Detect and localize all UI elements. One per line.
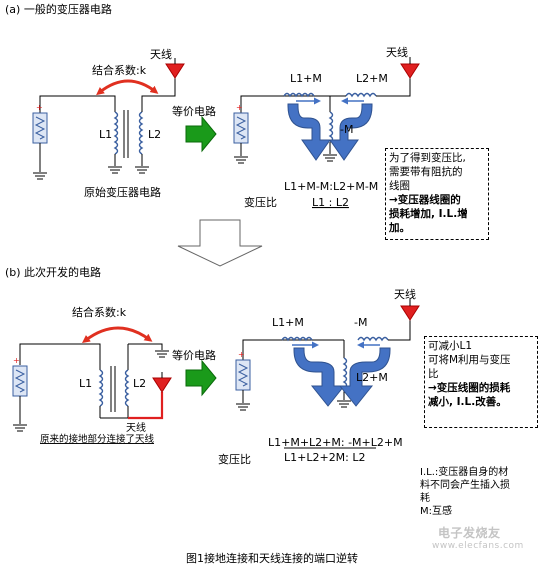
note-b-line4: →变压线圈的损耗 <box>428 382 511 394</box>
flow-arrow-left-b <box>293 347 346 407</box>
coupling-arc <box>96 79 159 96</box>
coupling-label-b: 结合系数:k <box>72 305 127 319</box>
note-box-b: 可减小L1 可将M利用与变压 比 →变压线圈的损耗 减小, I.L.改善。 <box>424 336 538 428</box>
eq-l2m-label-a: L2+M <box>356 72 388 85</box>
flow-arrow-right-a <box>329 103 373 161</box>
l1-label-a: L1 <box>99 128 112 141</box>
note-b-line2: 可将M利用与变压 <box>428 354 511 366</box>
equivalent-arrow-icon <box>185 115 217 153</box>
eq-l1m-label-b: L1+M <box>272 316 304 329</box>
eq-antenna-label-b: 天线 <box>394 287 416 301</box>
flow-arrow-left-a <box>287 103 331 161</box>
transition-arrow-icon <box>177 219 263 267</box>
svg-text:+: + <box>238 350 245 359</box>
note-a-line5: 损耗增加, I.L.增 <box>389 208 468 220</box>
note-a-line2: 需要带有阻抗的 <box>389 166 463 178</box>
note-b-line1: 可减小L1 <box>428 340 473 352</box>
legend-line1: I.L.:变压器自身的材 <box>420 467 509 478</box>
l1-label-b: L1 <box>79 377 92 390</box>
equivalent-label-b: 等价电路 <box>172 348 216 362</box>
watermark-url-text: www.elecfans.com <box>432 541 524 551</box>
antenna-feed-wire <box>128 392 164 420</box>
antenna-label-a: 天线 <box>150 47 172 61</box>
ratio-simple-b: L1+L2+2M: L2 <box>284 451 366 464</box>
eq-minus-m-label-a: -M <box>340 123 353 136</box>
section-b-original-circuit: + <box>12 326 172 432</box>
ratio-label-a: 变压比 <box>244 195 277 209</box>
equivalent-arrow-icon-b <box>185 359 217 397</box>
note-b-line5: 减小, I.L.改善。 <box>428 396 507 408</box>
note-a-line4: →变压器线圈的 <box>389 194 461 206</box>
ratio-formula-b: L1+M+L2+M: -M+L2+M <box>268 436 403 449</box>
note-box-a: 为了得到变压比, 需要带有阻抗的 线圈 →变压器线圈的 损耗增加, I.L.增 … <box>385 148 489 240</box>
ratio-label-b: 变压比 <box>218 452 251 466</box>
section-b-title: (b) 此次开发的电路 <box>5 265 101 279</box>
antenna-icon <box>165 63 185 79</box>
eq-l1m-label-a: L1+M <box>290 72 322 85</box>
watermark-url: www.elecfans.com <box>432 541 524 551</box>
section-b-equivalent-circuit: + <box>235 299 420 411</box>
l2-label-b: L2 <box>133 377 146 390</box>
legend-line4: M:互感 <box>420 506 452 517</box>
original-circuit-label: 原始变压器电路 <box>84 185 161 199</box>
flow-arrow-right-b <box>338 347 391 407</box>
antenna-label-b: 天线 <box>126 421 146 434</box>
watermark-text: 电子发烧友 <box>438 526 501 540</box>
legend: I.L.:变压器自身的材 料不同会产生插入损 耗 M:互感 <box>420 466 538 518</box>
eq-antenna-label-a: 天线 <box>386 45 408 59</box>
note-a-line3: 线圈 <box>389 180 410 192</box>
figure-caption: 图1接地连接和天线连接的端口逆转 <box>186 551 358 565</box>
eq-minus-m-label-b: -M <box>354 316 367 329</box>
l1-coil <box>113 111 119 155</box>
ratio-simple-a: L1 : L2 <box>312 196 349 209</box>
note-b-line3: 比 <box>428 368 439 380</box>
l2-label-a: L2 <box>148 128 161 141</box>
svg-text:+: + <box>36 103 43 112</box>
section-a-original-circuit: + <box>32 58 185 180</box>
equivalent-label-a: 等价电路 <box>172 104 216 118</box>
legend-line3: 耗 <box>420 493 430 504</box>
section-a-equivalent-circuit: + <box>233 57 420 164</box>
svg-text:+: + <box>13 356 20 365</box>
section-a-title: (a) 一般的变压器电路 <box>5 2 112 16</box>
l2-coil <box>138 111 144 155</box>
eq-l2m-label-b: L2+M <box>356 371 388 384</box>
caption-b: 原来的接地部分连接了天线 <box>40 433 155 445</box>
note-a-line1: 为了得到变压比, <box>389 152 466 164</box>
note-a-line6: 加。 <box>389 222 410 234</box>
antenna-icon-b <box>152 377 172 393</box>
watermark-logo: 电子发烧友 <box>438 524 501 541</box>
coupling-label-a: 结合系数:k <box>92 63 147 77</box>
ratio-formula-a: L1+M-M:L2+M-M <box>284 180 378 193</box>
svg-text:+: + <box>236 103 243 112</box>
legend-line2: 料不同会产生插入损 <box>420 480 510 491</box>
